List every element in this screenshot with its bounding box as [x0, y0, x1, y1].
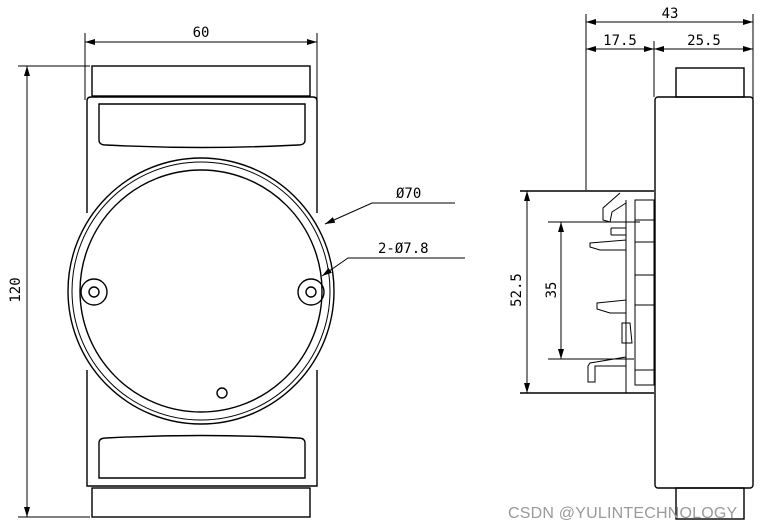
mounting-hole-right	[297, 278, 325, 306]
indicator-hole	[216, 387, 228, 399]
depth-left-label: 17.5	[603, 33, 637, 49]
circle-rim	[71, 161, 331, 421]
hole-leader	[321, 257, 465, 277]
upper-label-window	[98, 103, 306, 149]
lower-block	[86, 370, 318, 487]
upper-block	[86, 96, 318, 213]
height-dimension-label: 120	[8, 277, 24, 302]
top-tab	[91, 65, 311, 97]
din-rail-clip	[520, 190, 655, 394]
watermark: CSDN @YULINTECHNOLOGY	[508, 505, 738, 522]
side-view: 43 17.5 25.5 52.5	[509, 6, 754, 520]
inner-circle	[79, 169, 323, 413]
side-top-tab	[675, 67, 745, 98]
depth-right-label: 25.5	[687, 33, 721, 49]
mounting-hole-left-inner	[88, 286, 100, 298]
front-view: 60 120 Ø70 2-Ø7.8	[8, 25, 465, 518]
lower-label-window	[98, 434, 306, 479]
rail-outer-label: 52.5	[509, 273, 525, 307]
depth-label: 43	[662, 6, 679, 22]
side-body	[654, 96, 754, 489]
mounting-hole-right-inner	[305, 286, 317, 298]
mounting-hole-left	[80, 278, 108, 306]
side-bottom-tab	[675, 487, 745, 520]
diameter-leader	[324, 202, 455, 225]
hole-label: 2-Ø7.8	[378, 241, 429, 257]
rail-inner-label: 35	[544, 282, 560, 299]
bottom-tab	[91, 487, 311, 518]
diameter-label: Ø70	[396, 186, 421, 202]
outer-circle	[67, 157, 335, 425]
width-dimension-label: 60	[193, 25, 210, 41]
